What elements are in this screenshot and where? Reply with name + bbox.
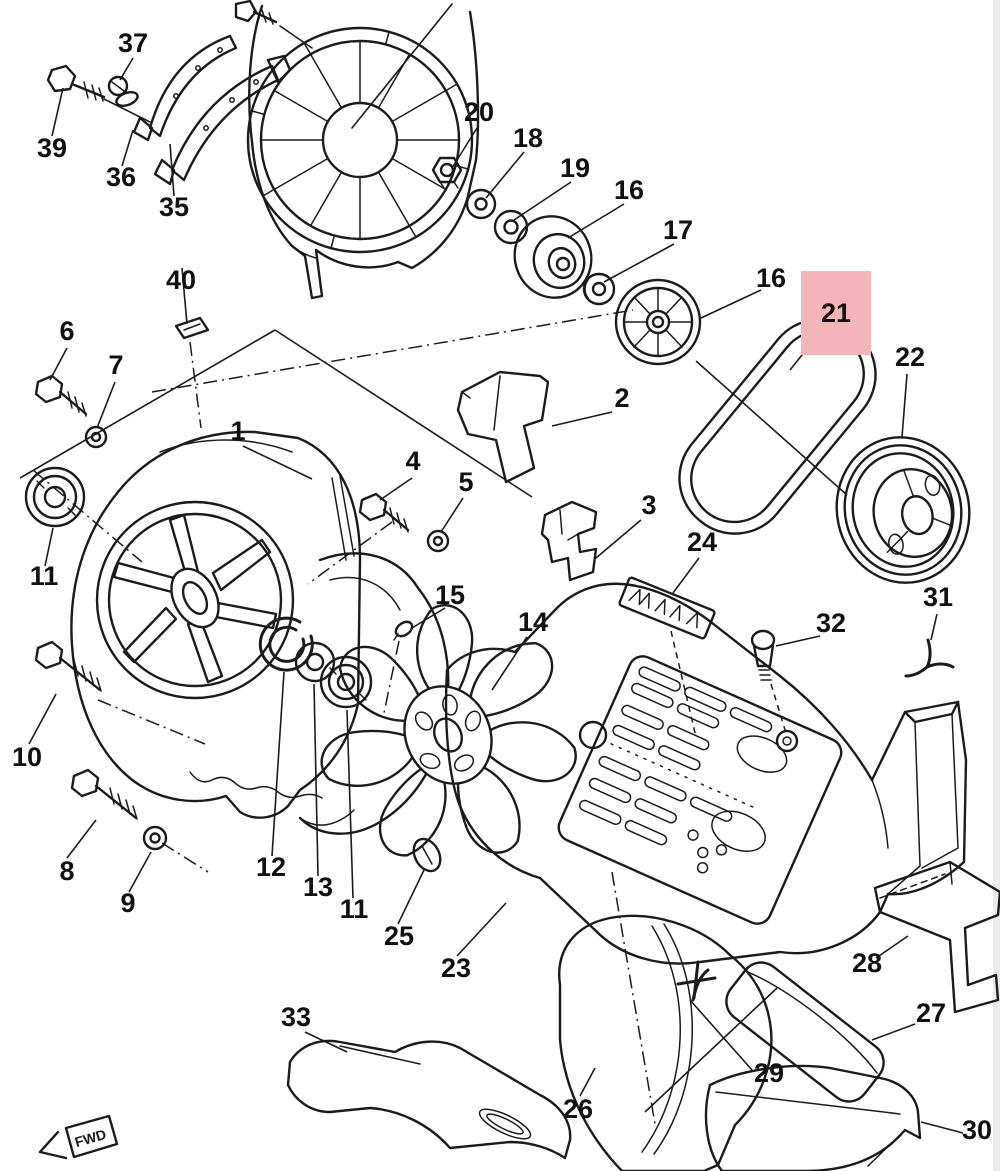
part-label-7: 7 [108, 350, 123, 380]
shroud-23 [444, 582, 968, 965]
top-fan-rotor [246, 3, 474, 254]
part-label-3: 3 [641, 490, 656, 520]
spoked-wheel-16 [614, 278, 702, 366]
top-fan-housing [248, 4, 480, 300]
part-label-24: 24 [687, 527, 717, 557]
washer-18 [465, 188, 497, 220]
bearing-11-left [24, 466, 86, 528]
bolt-4 [358, 492, 410, 533]
bracket-33 [286, 1039, 572, 1160]
nut-20 [431, 156, 463, 189]
shroud-band-35 [153, 54, 292, 186]
washer-9 [142, 825, 168, 851]
clip-31 [904, 638, 955, 678]
part-label-26: 26 [563, 1094, 593, 1124]
page-edge-strip [993, 0, 1000, 1171]
highlight-box-21 [801, 271, 871, 355]
part-label-29: 29 [754, 1058, 784, 1088]
part-label-25: 25 [384, 921, 414, 951]
part-label-37: 37 [118, 28, 148, 58]
part-label-6: 6 [59, 316, 74, 346]
clip-15 [393, 620, 414, 641]
part-label-1: 1 [230, 416, 245, 446]
part-label-11-mid: 11 [340, 894, 369, 924]
screw-37 [107, 75, 139, 107]
part-label-16b: 16 [756, 263, 786, 293]
part-label-4: 4 [405, 446, 420, 476]
bolt-10 [34, 640, 102, 692]
pin-29 [676, 960, 717, 1002]
bolt-6 [34, 374, 88, 417]
part-label-20: 20 [464, 97, 494, 127]
cushion-27 [725, 961, 885, 1103]
part-label-16a: 16 [614, 175, 644, 205]
fan-case-1 [70, 430, 362, 819]
leader-lines [28, 57, 964, 1134]
bracket-2 [456, 370, 550, 484]
part-label-11-left: 11 [30, 561, 59, 591]
part-label-23: 23 [441, 953, 471, 983]
part-label-13: 13 [303, 872, 333, 902]
cover-26 [558, 914, 773, 1171]
washer-19 [493, 209, 529, 245]
part-label-21-highlighted: 21 [821, 298, 851, 328]
part-label-32: 32 [816, 608, 846, 638]
part-label-9: 9 [120, 888, 135, 918]
part-labels: 37 39 36 35 40 20 18 19 16 17 16 21 22 6… [12, 28, 992, 1145]
part-label-28: 28 [852, 948, 882, 978]
pad-25 [412, 837, 442, 873]
part-label-40: 40 [166, 265, 196, 295]
crank-pulley-22 [835, 436, 971, 584]
bolt-32 [750, 629, 776, 681]
cover-30 [704, 1064, 922, 1171]
part-label-31: 31 [923, 582, 953, 612]
part-label-36: 36 [106, 162, 136, 192]
bolt-8 [70, 768, 138, 820]
part-label-15: 15 [435, 580, 465, 610]
part-label-18: 18 [513, 123, 543, 153]
bolt-39 [46, 64, 106, 102]
part-label-10: 10 [12, 742, 42, 772]
fan-14 [320, 604, 577, 857]
collar-17 [582, 272, 616, 306]
washer-13 [294, 641, 336, 683]
shroud-band-36 [132, 34, 238, 142]
part-label-33: 33 [281, 1002, 311, 1032]
fwd-label: FWD [73, 1126, 108, 1150]
bracket-3 [540, 500, 598, 582]
part-label-27: 27 [916, 998, 946, 1028]
fwd-arrow [38, 1114, 119, 1160]
top-bolt [234, 0, 313, 49]
part-label-12: 12 [256, 852, 286, 882]
part-label-30: 30 [962, 1115, 992, 1145]
construction-lines [19, 309, 848, 1125]
part-label-19: 19 [560, 153, 590, 183]
bearing-11-mid [319, 655, 373, 709]
part-label-5: 5 [458, 467, 473, 497]
duct-28 [873, 860, 1000, 1014]
part-label-22: 22 [895, 342, 925, 372]
pulley-disc-16 [513, 215, 593, 299]
shroud-louver-panel [557, 655, 843, 925]
clip-40 [174, 316, 210, 340]
part-label-17: 17 [663, 215, 693, 245]
washer-5 [426, 529, 450, 553]
emblem-24 [618, 576, 716, 640]
part-label-2: 2 [614, 383, 629, 413]
part-label-8: 8 [59, 856, 74, 886]
part-label-39: 39 [37, 133, 67, 163]
part-label-35: 35 [159, 192, 189, 222]
part-label-14: 14 [518, 607, 548, 637]
impeller-1 [95, 500, 295, 700]
